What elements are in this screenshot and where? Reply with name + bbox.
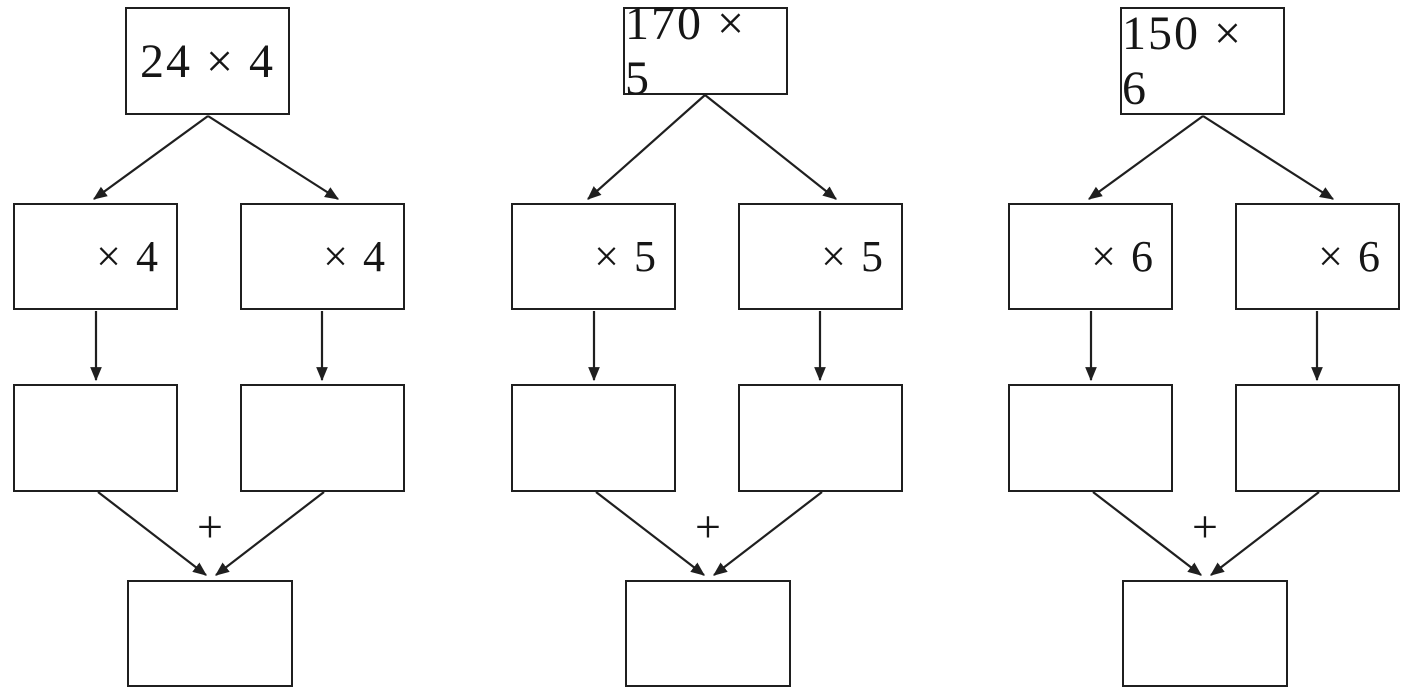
arrow-merge-left-icon — [1092, 491, 1202, 576]
multiplier-left-label: × 6 — [1091, 232, 1155, 281]
arrow-merge-right-icon — [1210, 491, 1320, 576]
multiplier-left-label: × 5 — [594, 232, 658, 281]
multiplier-left-box: × 6 — [1008, 203, 1173, 310]
arrows-layer — [587, 94, 837, 576]
partial-product-left-box — [511, 384, 676, 492]
sum-result-box — [625, 580, 791, 687]
multiplier-right-box: × 5 — [738, 203, 903, 310]
arrow-split-left-icon — [93, 115, 209, 200]
multiplier-left-label: × 4 — [96, 232, 160, 281]
diagram-24x4: 24 × 4 × 4 × 4 + — [0, 0, 430, 694]
arrow-merge-right-icon — [215, 491, 325, 576]
expression-box: 150 × 6 — [1120, 7, 1285, 115]
partial-product-right-box — [1235, 384, 1400, 492]
diagram-150x6: 150 × 6 × 6 × 6 + — [995, 0, 1425, 694]
partial-product-left-box — [13, 384, 178, 492]
multiplier-right-box: × 6 — [1235, 203, 1400, 310]
arrow-split-left-icon — [1088, 115, 1204, 200]
plus-sign: + — [695, 501, 721, 552]
arrows-layer — [90, 115, 339, 576]
expression-label: 24 × 4 — [139, 34, 276, 88]
expression-box: 24 × 4 — [125, 7, 290, 115]
diagram-170x5: 170 × 5 × 5 × 5 + — [498, 0, 928, 694]
arrows-layer — [1085, 115, 1334, 576]
multiplier-right-label: × 5 — [821, 232, 885, 281]
multiplier-right-label: × 6 — [1318, 232, 1382, 281]
arrow-merge-left-icon — [97, 491, 207, 576]
partial-product-right-box — [738, 384, 903, 492]
sum-result-box — [127, 580, 293, 687]
multiplier-right-label: × 4 — [323, 232, 387, 281]
sum-result-box — [1122, 580, 1288, 687]
arrow-merge-right-icon — [713, 491, 823, 576]
expression-label: 170 × 5 — [625, 0, 747, 105]
expression-box: 170 × 5 — [623, 0, 788, 105]
partial-product-left-box — [1008, 384, 1173, 492]
partial-product-right-box — [240, 384, 405, 492]
plus-sign: + — [197, 501, 223, 552]
multiplier-left-box: × 5 — [511, 203, 676, 310]
arrow-merge-left-icon — [595, 491, 705, 576]
arrow-split-right-icon — [1202, 115, 1334, 200]
arrow-split-right-icon — [704, 94, 837, 200]
plus-sign: + — [1192, 501, 1218, 552]
expression-label: 150 × 6 — [1122, 7, 1244, 115]
multiplier-left-box: × 4 — [13, 203, 178, 310]
arrow-split-left-icon — [587, 94, 706, 200]
arrow-split-right-icon — [207, 115, 339, 200]
multiplier-right-box: × 4 — [240, 203, 405, 310]
